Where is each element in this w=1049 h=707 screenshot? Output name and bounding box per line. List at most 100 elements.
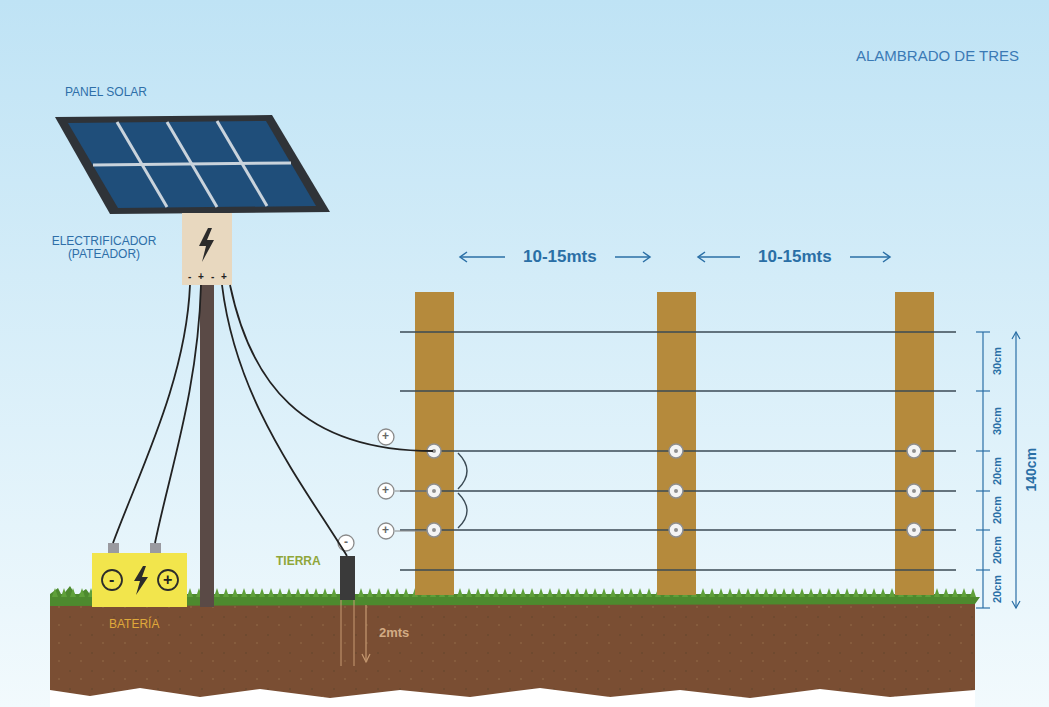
grass-blade xyxy=(313,588,319,597)
grass-blade xyxy=(772,588,778,597)
grass-blade xyxy=(889,588,895,597)
soil-texture xyxy=(50,600,975,700)
grass-blade xyxy=(529,588,535,597)
grass-blade xyxy=(871,588,877,597)
jumper-bracket xyxy=(458,453,467,489)
grass-blade xyxy=(214,588,220,597)
fence-wires xyxy=(400,332,956,570)
polarity-sign: - xyxy=(109,571,114,589)
dimension: 10-15mts xyxy=(523,248,597,267)
grass-blade xyxy=(853,588,859,597)
dimension: 30cm xyxy=(991,407,1003,435)
grass-blade xyxy=(709,588,715,597)
polarity-sign: - xyxy=(188,271,191,282)
grass-blade xyxy=(223,588,229,597)
polarity-sign: + xyxy=(382,430,389,443)
grass-blades xyxy=(52,588,976,597)
rod-depth-line xyxy=(354,600,355,666)
polarity-sign: + xyxy=(221,271,227,282)
part-name: TIERRA xyxy=(276,555,321,568)
grass-blade xyxy=(799,588,805,597)
grass-blade xyxy=(718,588,724,597)
grass-blade xyxy=(475,588,481,597)
grass-blade xyxy=(745,588,751,597)
grass-blade xyxy=(304,588,310,597)
battery-terminal xyxy=(150,543,161,553)
rod-depth-line xyxy=(341,600,342,666)
polarity-sign: + xyxy=(163,571,172,589)
grass-blade xyxy=(628,588,634,597)
height-dimensions xyxy=(976,332,1020,608)
soil-edge xyxy=(50,688,975,707)
polarity-sign: + xyxy=(382,524,389,537)
grass-blade xyxy=(565,588,571,597)
leader-line xyxy=(395,491,428,492)
grass-blade xyxy=(367,588,373,597)
grass-blade xyxy=(970,588,976,597)
fence-post xyxy=(895,292,934,595)
pole xyxy=(200,285,214,607)
dimension: 20cm xyxy=(991,575,1003,603)
grass-blade xyxy=(511,588,517,597)
part-name: PANEL SOLAR xyxy=(65,86,147,99)
grass-blade xyxy=(763,588,769,597)
grass-blade xyxy=(322,588,328,597)
dimension: 30cm xyxy=(991,347,1003,375)
battery-box xyxy=(92,553,187,607)
diagram-title: ALAMBRADO DE TRES xyxy=(856,48,1019,65)
dimension: 10-15mts xyxy=(758,248,832,267)
grass-blade xyxy=(547,588,553,597)
grass-blade xyxy=(943,588,949,597)
electrifier-wires xyxy=(113,285,433,556)
grass-blade xyxy=(646,588,652,597)
grass-blade xyxy=(844,588,850,597)
leader-line xyxy=(395,531,428,532)
grass-blade xyxy=(187,588,193,597)
grass-blade xyxy=(601,588,607,597)
battery-terminal xyxy=(108,543,119,553)
grass-blade xyxy=(79,588,85,597)
solar-panel-grid xyxy=(93,121,291,207)
solar-panel-cells xyxy=(68,121,316,208)
polarity-sign: - xyxy=(344,536,348,549)
grass-blade xyxy=(835,588,841,597)
grass-blade xyxy=(880,588,886,597)
dimension: 20cm xyxy=(991,536,1003,564)
insulator-centers xyxy=(432,449,916,532)
grass-blade xyxy=(619,588,625,597)
dimension: 20cm xyxy=(991,457,1003,485)
grass-blade xyxy=(259,588,265,597)
dimension: 2mts xyxy=(379,626,409,640)
grass-blade xyxy=(232,588,238,597)
dimension: 20cm xyxy=(991,496,1003,524)
grass-blade xyxy=(934,588,940,597)
grass-blade xyxy=(637,588,643,597)
grass-blade xyxy=(826,588,832,597)
grass-blade xyxy=(394,588,400,597)
grass-blade xyxy=(574,588,580,597)
jumper-bracket xyxy=(458,493,467,528)
grass-blade xyxy=(493,588,499,597)
grass-blade xyxy=(736,588,742,597)
grass xyxy=(50,586,980,606)
grass-blade xyxy=(610,588,616,597)
grass-blade xyxy=(61,588,67,597)
grass-blade xyxy=(241,588,247,597)
grass-blade xyxy=(502,588,508,597)
grass-blade xyxy=(268,588,274,597)
grass-blade xyxy=(790,588,796,597)
lightning-symbol xyxy=(199,228,214,262)
grass-blade xyxy=(250,588,256,597)
grass-blade xyxy=(754,588,760,597)
insulators xyxy=(427,444,921,537)
polarity-sign: + xyxy=(382,484,389,497)
grass-blade xyxy=(286,588,292,597)
ground-rod xyxy=(340,556,355,600)
electrifier-box xyxy=(182,213,232,285)
grass-blade xyxy=(358,588,364,597)
grass-blade xyxy=(484,588,490,597)
grass-blade xyxy=(295,588,301,597)
grass-blade xyxy=(700,588,706,597)
